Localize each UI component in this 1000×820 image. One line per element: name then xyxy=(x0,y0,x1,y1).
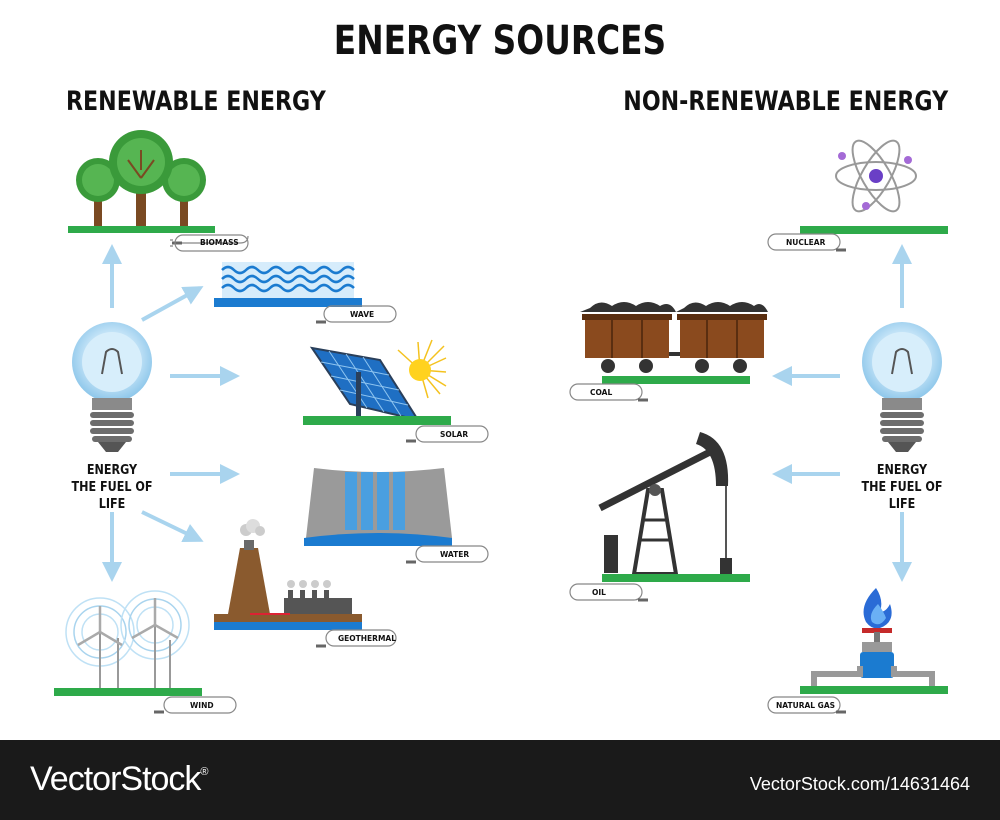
center-label-line2: THE FUEL OF LIFE xyxy=(849,479,956,513)
atom-icon xyxy=(800,134,948,234)
geothermal-label: GEOTHERMAL xyxy=(338,634,396,643)
water-dam-icon xyxy=(304,468,452,546)
coal-label: COAL xyxy=(590,388,612,397)
brand-logo: VectorStock® xyxy=(30,760,208,799)
wind-label: WIND xyxy=(190,701,214,710)
energy-sources-infographic: ENERGY SOURCES RENEWABLE ENERGY NON-RENE… xyxy=(0,0,1000,740)
arrow-to-wave xyxy=(142,288,200,320)
solar-label: SOLAR xyxy=(440,430,468,439)
diagram-graphics xyxy=(0,0,1000,740)
oil-pumpjack-icon xyxy=(600,432,750,582)
nuclear-label: NUCLEAR xyxy=(786,238,825,247)
biomass-trees-icon xyxy=(68,130,215,233)
oil-label-pill xyxy=(570,584,642,600)
footer-url: VectorStock.com/14631464 xyxy=(750,774,970,795)
center-label-line2: THE FUEL OF LIFE xyxy=(59,479,166,513)
arrow-to-geothermal xyxy=(142,512,200,540)
gas-valve-icon xyxy=(800,588,948,694)
solar-panel-icon xyxy=(303,340,451,425)
natural-gas-label: NATURAL GAS xyxy=(776,701,835,710)
registered-mark: ® xyxy=(200,766,207,778)
center-label-line1: ENERGY xyxy=(849,462,956,479)
water-label: WATER xyxy=(440,550,469,559)
wave-icon xyxy=(214,262,362,307)
biomass-label: BIOMASS xyxy=(200,238,239,247)
coal-carts-icon xyxy=(580,302,768,384)
brand-name: VectorStock xyxy=(30,760,200,798)
renewable-center-label: ENERGY THE FUEL OF LIFE xyxy=(59,462,166,513)
nonrenewable-center-label: ENERGY THE FUEL OF LIFE xyxy=(849,462,956,513)
lightbulb-icon xyxy=(72,322,152,452)
wave-label: WAVE xyxy=(350,310,374,319)
footer-bar: VectorStock® VectorStock.com/14631464 xyxy=(0,740,1000,820)
center-label-line1: ENERGY xyxy=(59,462,166,479)
lightbulb-icon xyxy=(862,322,942,452)
wind-turbines-icon xyxy=(54,591,202,696)
oil-label: OIL xyxy=(592,588,606,597)
